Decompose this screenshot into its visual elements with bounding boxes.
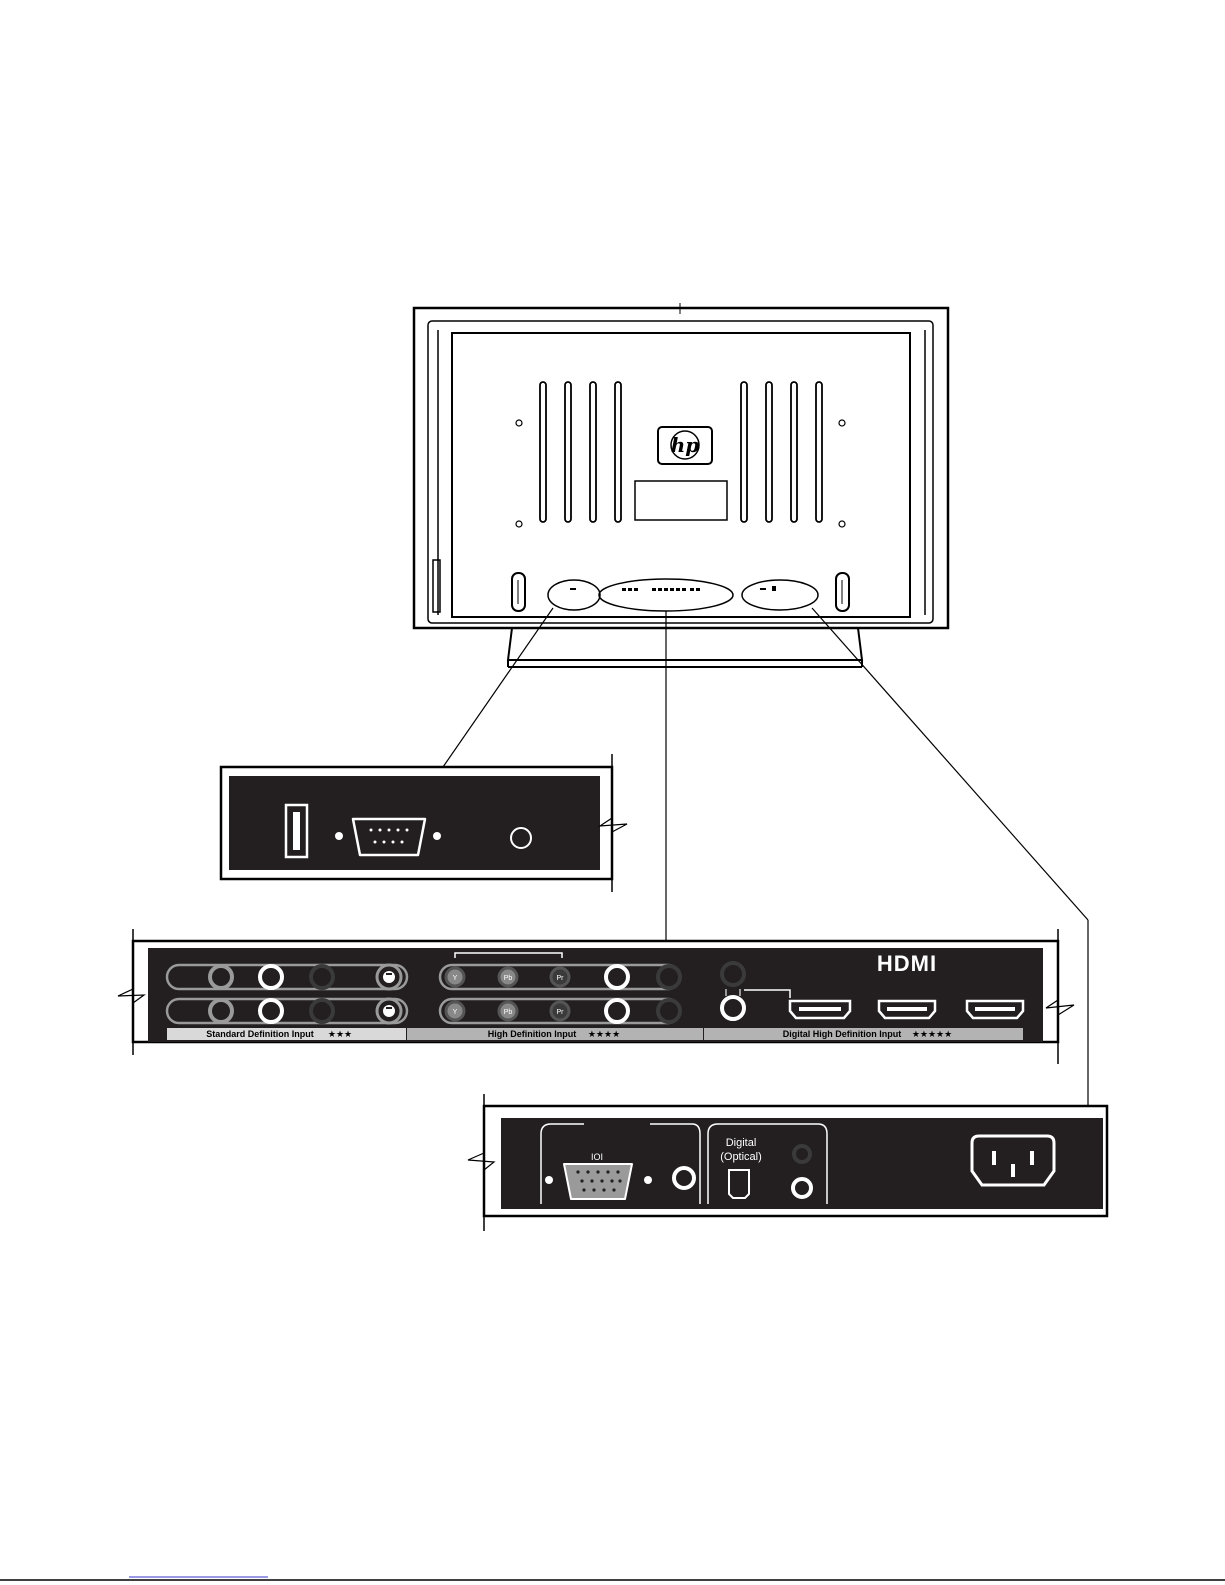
hdmi-port-icon[interactable] xyxy=(790,1001,850,1018)
vga-port-icon[interactable] xyxy=(564,1164,632,1199)
section-stars-hd: ★★★★ xyxy=(588,1029,620,1039)
rca-jack-icon[interactable] xyxy=(658,1000,680,1022)
panel-pc-power: IOI Digital (Optical) xyxy=(468,1094,1107,1231)
screw-dot xyxy=(545,1176,553,1184)
side-button-strip xyxy=(433,560,440,612)
rca-jack-icon[interactable] xyxy=(658,966,680,988)
jack-label: Pr xyxy=(557,975,565,982)
jack-label: Pb xyxy=(504,1009,513,1016)
label-plate xyxy=(635,481,727,520)
jack-label: Pb xyxy=(504,975,513,982)
tv-back-view xyxy=(414,303,948,667)
section-label-sd: Standard Definition Input xyxy=(206,1029,314,1039)
screw-dot xyxy=(644,1176,652,1184)
s-video-jack-icon[interactable] xyxy=(377,965,401,989)
callout-oval-center xyxy=(599,579,733,611)
callout-oval-right xyxy=(742,580,818,610)
serial-port-icon[interactable] xyxy=(353,819,425,855)
screw-dot xyxy=(335,832,343,840)
vent-slots-right xyxy=(741,382,822,522)
hp-logo-text: hp xyxy=(671,433,700,457)
hdmi-port-icon[interactable] xyxy=(879,1001,935,1018)
screw-dot xyxy=(433,832,441,840)
hdmi-port-icon[interactable] xyxy=(967,1001,1023,1018)
rca-jack-icon[interactable] xyxy=(722,963,744,985)
power-socket-icon[interactable] xyxy=(972,1136,1054,1185)
leader-line-right-a xyxy=(812,608,1088,920)
tv-stand xyxy=(508,628,862,660)
pc-audio-jack-icon[interactable] xyxy=(674,1168,694,1188)
leader-line-left xyxy=(443,608,553,767)
hdmi-logo: HDMI xyxy=(877,951,937,976)
panel-av-inputs: Y Pb Pr Y Pb Pr HDMI xyxy=(118,929,1074,1064)
jack-label: Y xyxy=(453,975,458,982)
callout-oval-left xyxy=(548,580,600,610)
rca-jack-icon[interactable] xyxy=(606,1000,628,1022)
section-label-dhd: Digital High Definition Input xyxy=(783,1029,901,1039)
rca-jack-icon[interactable] xyxy=(260,966,282,988)
rca-jack-icon[interactable] xyxy=(210,966,232,988)
panel-service xyxy=(221,754,627,892)
usb-port-icon[interactable] xyxy=(286,805,307,857)
optical-port-icon[interactable] xyxy=(729,1170,749,1198)
vgaicon-mark: IOI xyxy=(591,1152,603,1162)
rca-jack-icon[interactable] xyxy=(793,1179,811,1197)
rca-jack-icon[interactable] xyxy=(311,1000,333,1022)
ir-sensor-jack-icon[interactable] xyxy=(511,828,531,848)
vent-slots-left xyxy=(540,382,621,522)
rca-jack-icon[interactable] xyxy=(722,997,744,1019)
optical-label-line2: (Optical) xyxy=(720,1151,762,1163)
optical-label-line1: Digital xyxy=(726,1137,757,1149)
hp-logo: hp xyxy=(658,427,712,464)
section-stars-sd: ★★★ xyxy=(328,1029,352,1039)
section-label-hd: High Definition Input xyxy=(488,1029,576,1039)
jack-label: Y xyxy=(453,1009,458,1016)
rca-jack-icon[interactable] xyxy=(210,1000,232,1022)
rca-jack-icon[interactable] xyxy=(606,966,628,988)
jack-label: Pr xyxy=(557,1009,565,1016)
rca-jack-icon[interactable] xyxy=(794,1146,810,1162)
rca-jack-icon[interactable] xyxy=(311,966,333,988)
s-video-jack-icon[interactable] xyxy=(377,999,401,1023)
rca-jack-icon[interactable] xyxy=(260,1000,282,1022)
section-stars-dhd: ★★★★★ xyxy=(912,1029,952,1039)
